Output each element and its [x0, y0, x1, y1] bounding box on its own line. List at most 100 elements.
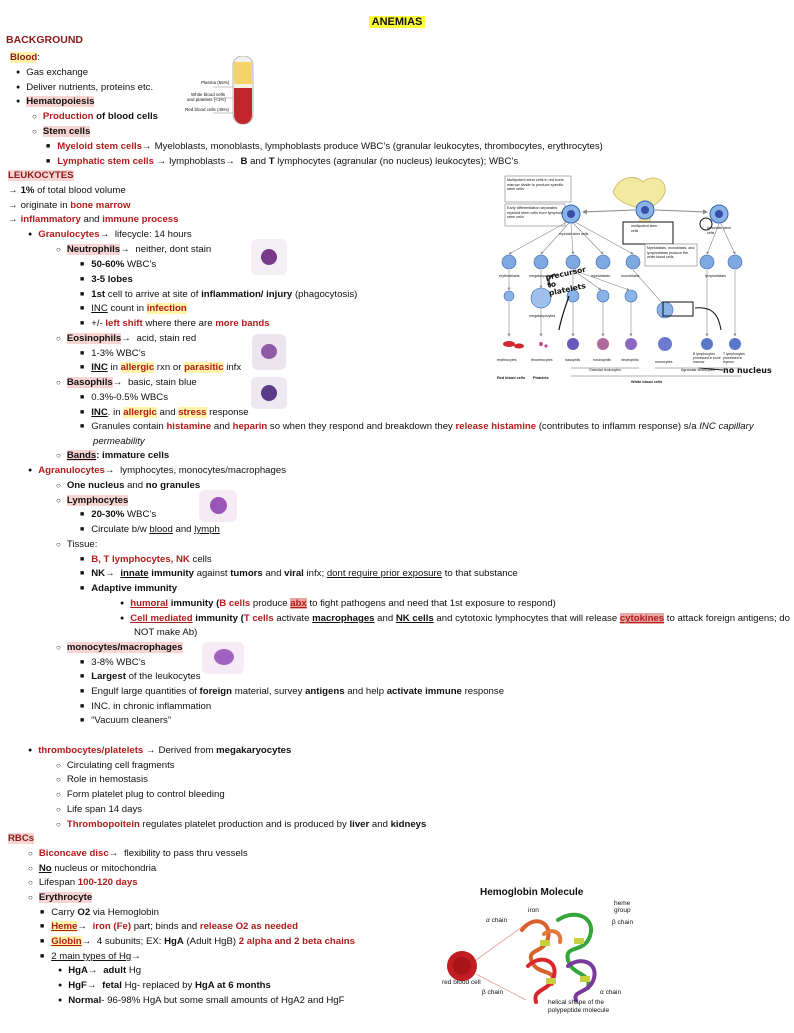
diagram-label: Platelets — [533, 376, 549, 380]
list-item: 1st cell to arrive at site of inflammati… — [80, 288, 357, 302]
list-item: NK→ innate immunity against tumors and v… — [80, 567, 518, 581]
list-item: Adaptive immunity — [80, 582, 177, 596]
diagram-label: B lymphocytes processed in bone marrow — [693, 352, 721, 364]
diagram-note: Multipotent stem cells in red bone marro… — [507, 178, 564, 191]
list-item: Cell mediated immunity (T cells activate… — [120, 612, 790, 626]
neutrophil-micrograph — [251, 239, 287, 275]
list-item: Largest of the leukocytes — [80, 670, 200, 684]
list-item: humoral immunity (B cells produce abx to… — [120, 597, 556, 611]
list-item: Lifespan 100-120 days — [28, 876, 138, 889]
list-item: 3-8% WBC’s — [80, 656, 145, 670]
list-item: +/- left shift where there are more band… — [80, 317, 269, 331]
list-item: monocytes/macrophages — [56, 641, 183, 654]
list-item: Neutrophils→ neither, dont stain — [56, 243, 211, 256]
list-item: Granules contain histamine and heparin s… — [80, 420, 753, 434]
diagram-label: eosinophils — [593, 358, 611, 362]
figure-label: polypeptide molecule — [548, 1007, 610, 1014]
diagram-label: neutrophils — [621, 358, 639, 362]
section-rbcs: RBCs — [8, 833, 35, 844]
list-item: thrombocytes/platelets →Derived from meg… — [28, 744, 291, 758]
list-item: 2 main types of Hg→ — [40, 950, 141, 964]
diagram-label: erythroblasts — [499, 274, 520, 278]
list-item: Circulate b/w blood and lymph — [80, 523, 220, 537]
list-item: →inflammatory and immune process — [8, 214, 179, 225]
list-item: Myeloid stem cells→Myeloblasts, monoblas… — [46, 140, 603, 154]
list-item: Biconcave disc→ flexibility to pass thru… — [28, 847, 248, 860]
diagram-label: multipotent stem cells — [631, 224, 658, 233]
list-item: Role in hemostasis — [56, 773, 148, 786]
tube-label: White blood cells — [191, 92, 226, 97]
list-item: Granulocytes→ lifecycle: 14 hours — [28, 228, 191, 242]
diagram-label: megakaryoblasts — [529, 274, 557, 278]
diagram-label: lymphatic stem cells — [707, 226, 731, 235]
list-item: 1-3% WBC’s — [80, 347, 145, 361]
diagram-label: T lymphocytes processed in thymus — [723, 352, 745, 364]
list-item: Life span 14 days — [56, 803, 142, 816]
list-item: Globin→ 4 subunits; EX: HgA (Adult HgB) … — [40, 935, 355, 949]
list-item: “Vacuum cleaners” — [80, 714, 171, 728]
section-background: BACKGROUND — [6, 34, 83, 46]
diagram-label: Red blood cells — [497, 376, 526, 380]
list-item: Thrombopoitein regulates platelet produc… — [56, 818, 426, 831]
list-item: B, T lymphocytes, NK cells — [80, 553, 212, 567]
blood-heading: Blood: — [10, 52, 40, 63]
figure-label: heme group — [614, 900, 631, 914]
diagram-label: monocytes — [655, 360, 673, 364]
list-item: Agranulocytes→ lymphocytes, monocytes/ma… — [28, 464, 286, 478]
figure-label: iron — [528, 907, 539, 914]
handwritten-note: no nucleus — [723, 366, 772, 375]
list-item: Gas exchange — [16, 66, 88, 80]
list-item: Heme→ iron (Fe) part; binds and release … — [40, 920, 298, 934]
list-item: 3-5 lobes — [80, 273, 133, 287]
list-item: Production of blood cells — [32, 110, 158, 123]
list-item-continuation: NOT make Ab) — [134, 627, 198, 638]
list-item: Bands: immature cells — [56, 449, 169, 462]
list-item: No nucleus or mitochondria — [28, 862, 156, 875]
section-leukocytes: LEUKOCYTES — [8, 170, 74, 181]
diagram-label: Agranular leukocytes — [681, 368, 715, 372]
list-item: INC. in chronic inflammation — [80, 700, 211, 714]
list-item: Deliver nutrients, proteins etc. — [16, 81, 153, 95]
figure-label: helical shape of the — [548, 999, 605, 1006]
list-item: HgA→ adult Hg — [58, 964, 141, 978]
diagram-note: Myeloblasts, monoblasts, and lymphoblast… — [647, 246, 695, 259]
list-item: →1% of total blood volume — [8, 185, 126, 196]
diagram-note: Early differentiation separates myeloid … — [507, 206, 563, 219]
list-item: Engulf large quantities of foreign mater… — [80, 685, 504, 699]
list-item: INC in allergic rxn or parasitic infx — [80, 361, 241, 375]
tube-label: and platelets (<1%) — [187, 97, 226, 102]
diagram-label: lymphoblasts — [705, 274, 726, 278]
list-item: Stem cells — [32, 125, 91, 138]
diagram-label: erythrocytes — [497, 358, 517, 362]
figure-label: β chain — [612, 919, 634, 926]
page-title: ANEMIAS — [0, 16, 794, 28]
figure-label: α chain — [486, 917, 508, 924]
blood-tube-figure: Plasma (55%) White blood cells and plate… — [183, 55, 263, 126]
diagram-label: myeloblasts — [591, 274, 610, 278]
list-item: →originate in bone marrow — [8, 200, 131, 211]
tube-label: Plasma (55%) — [201, 80, 230, 85]
monocyte-micrograph — [202, 642, 244, 674]
lymphocyte-micrograph — [199, 490, 237, 522]
diagram-label: Granular leukocytes — [589, 368, 621, 372]
list-item: Normal- 96-98% HgA but some small amount… — [58, 994, 344, 1008]
diagram-label: White blood cells — [631, 380, 663, 384]
list-item: Basophils→ basic, stain blue — [56, 376, 197, 389]
list-item: Lymphatic stem cells →lymphoblasts→ B an… — [46, 155, 518, 169]
diagram-label: thrombocytes — [531, 358, 553, 362]
list-item: Carry O2 via Hemoglobin — [40, 906, 159, 920]
list-item: Lymphocytes — [56, 494, 129, 507]
figure-label: α chain — [600, 989, 622, 996]
list-item: 20-30% WBC’s — [80, 508, 156, 522]
list-item: 0.3%-0.5% WBCs — [80, 391, 168, 405]
list-item: Erythrocyte — [28, 891, 93, 904]
hematopoiesis-diagram: Multipotent stem cells in red bone marro… — [495, 168, 789, 384]
basophil-micrograph — [251, 377, 287, 409]
list-item: Form platelet plug to control bleeding — [56, 788, 225, 801]
list-item: One nucleus and no granules — [56, 479, 200, 492]
list-item-continuation: permeability — [93, 436, 145, 447]
diagram-label: monoblasts — [621, 274, 640, 278]
list-item: Hematopoiesis — [16, 95, 95, 109]
list-item: INC. in allergic and stress response — [80, 406, 249, 420]
diagram-label: myeloid stem cells — [559, 232, 589, 236]
